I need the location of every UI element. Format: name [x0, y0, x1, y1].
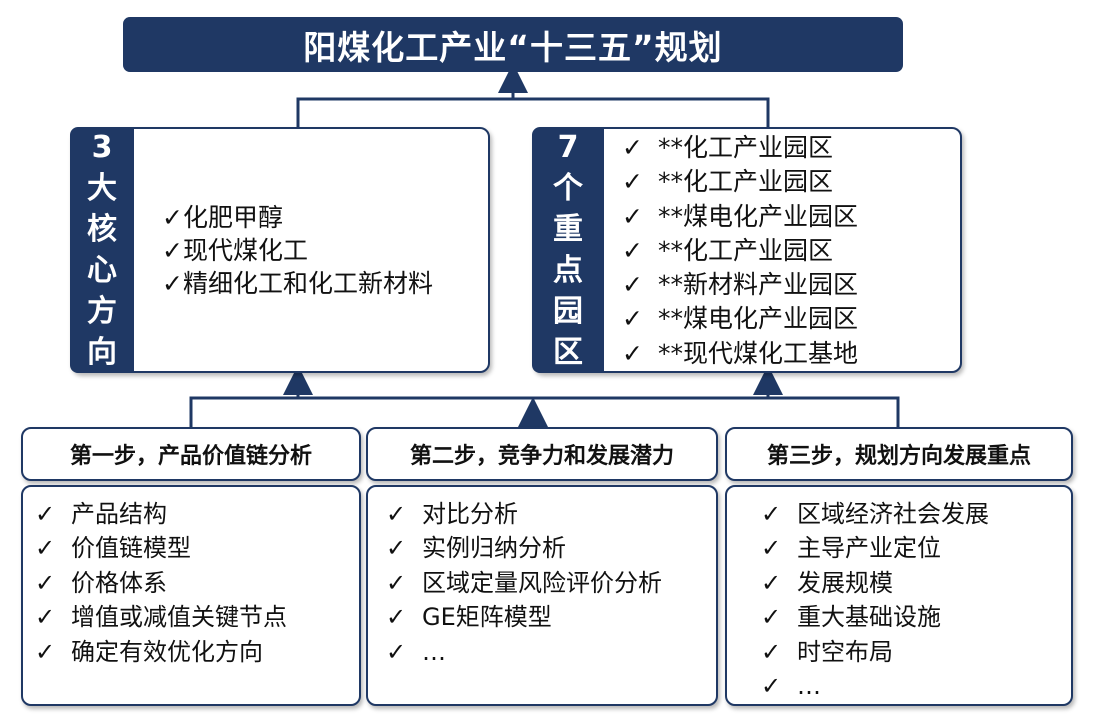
list-item: ✓**煤电化产业园区	[622, 302, 858, 336]
list-item: ✓**化工产业园区	[622, 165, 858, 199]
check-icon: ✓	[162, 203, 183, 232]
step-2-header: 第二步，竞争力和发展潜力	[366, 427, 718, 481]
page-title: 阳煤化工产业“十三五”规划	[123, 17, 903, 72]
list-item: ✓时空布局	[761, 635, 989, 669]
step-1-body: ✓产品结构 ✓价值链模型 ✓价格体系 ✓增值或减值关键节点 ✓确定有效优化方向	[21, 485, 361, 706]
key-zones-label: 7 个 重 点 园 区	[532, 127, 604, 373]
check-icon: ✓	[622, 304, 643, 334]
key-zones-box: 7 个 重 点 园 区 ✓**化工产业园区 ✓**化工产业园区 ✓**煤电化产业…	[532, 127, 962, 373]
label-char: 方	[87, 294, 117, 329]
label-char: 心	[87, 253, 117, 288]
list-item: ✓实例归纳分析	[386, 531, 662, 565]
check-icon: ✓	[386, 534, 407, 563]
list-item: ✓增值或减值关键节点	[35, 600, 287, 634]
list-item: ✓**化工产业园区	[622, 234, 858, 268]
list-item: ✓**化工产业园区	[622, 131, 858, 165]
list-item: ✓主导产业定位	[761, 531, 989, 565]
check-icon: ✓	[622, 338, 643, 368]
label-char: 点	[553, 253, 583, 288]
step-title: 第一步，产品价值链分析	[69, 444, 312, 469]
check-icon: ✓	[386, 603, 407, 632]
list-item: ✓精细化工和化工新材料	[162, 269, 433, 298]
label-char: 核	[87, 212, 117, 247]
label-char: 向	[87, 335, 117, 370]
check-icon: ✓	[162, 236, 183, 265]
check-icon: ✓	[35, 637, 56, 666]
check-icon: ✓	[622, 167, 643, 197]
step-2-list: ✓对比分析 ✓实例归纳分析 ✓区域定量风险评价分析 ✓GE矩阵模型 ✓…	[386, 497, 662, 669]
check-icon: ✓	[761, 603, 782, 632]
list-item: ✓价格体系	[35, 566, 287, 600]
top-connector	[296, 97, 770, 127]
check-icon: ✓	[622, 235, 643, 265]
list-item: ✓重大基础设施	[761, 600, 989, 634]
list-item: ✓…	[386, 635, 662, 669]
list-item: ✓对比分析	[386, 497, 662, 531]
check-icon: ✓	[761, 637, 782, 666]
list-item: ✓**新材料产业园区	[622, 268, 858, 302]
list-item: ✓**煤电化产业园区	[622, 200, 858, 234]
bottom-connector	[189, 396, 900, 427]
step-title: 第三步，规划方向发展重点	[766, 444, 1031, 469]
list-item: ✓确定有效优化方向	[35, 635, 287, 669]
list-item: ✓发展规模	[761, 566, 989, 600]
label-char: 园	[553, 294, 583, 329]
check-icon: ✓	[162, 269, 183, 298]
check-icon: ✓	[35, 603, 56, 632]
core-directions-label: 3 大 核 心 方 向	[70, 127, 134, 373]
check-icon: ✓	[35, 534, 56, 563]
check-icon: ✓	[761, 568, 782, 597]
check-icon: ✓	[761, 672, 782, 701]
label-char: 大	[87, 171, 117, 206]
check-icon: ✓	[622, 270, 643, 300]
label-char: 7	[557, 130, 579, 165]
step-1-header: 第一步，产品价值链分析	[21, 427, 361, 481]
list-item: ✓化肥甲醇	[162, 203, 283, 232]
list-item: ✓区域定量风险评价分析	[386, 566, 662, 600]
list-item: ✓现代煤化工	[162, 236, 308, 265]
list-item: ✓产品结构	[35, 497, 287, 531]
check-icon: ✓	[386, 568, 407, 597]
step-3-header: 第三步，规划方向发展重点	[725, 427, 1073, 481]
label-char: 3	[91, 130, 113, 165]
check-icon: ✓	[35, 568, 56, 597]
core-directions-list: ✓化肥甲醇 ✓现代煤化工 ✓精细化工和化工新材料	[162, 201, 433, 300]
key-zones-list: ✓**化工产业园区 ✓**化工产业园区 ✓**煤电化产业园区 ✓**化工产业园区…	[622, 131, 858, 371]
label-char: 重	[553, 212, 583, 247]
check-icon: ✓	[35, 500, 56, 528]
check-icon: ✓	[386, 637, 407, 666]
check-icon: ✓	[386, 500, 407, 528]
check-icon: ✓	[761, 500, 782, 528]
step-2-body: ✓对比分析 ✓实例归纳分析 ✓区域定量风险评价分析 ✓GE矩阵模型 ✓…	[366, 485, 718, 706]
list-item: ✓价值链模型	[35, 531, 287, 565]
step-1-list: ✓产品结构 ✓价值链模型 ✓价格体系 ✓增值或减值关键节点 ✓确定有效优化方向	[35, 497, 287, 669]
step-3-list: ✓区域经济社会发展 ✓主导产业定位 ✓发展规模 ✓重大基础设施 ✓时空布局 ✓…	[761, 497, 989, 703]
check-icon: ✓	[761, 534, 782, 563]
step-title: 第二步，竞争力和发展潜力	[409, 444, 674, 469]
list-item: ✓…	[761, 669, 989, 703]
label-char: 个	[553, 171, 583, 206]
list-item: ✓区域经济社会发展	[761, 497, 989, 531]
core-directions-box: 3 大 核 心 方 向 ✓化肥甲醇 ✓现代煤化工 ✓精细化工和化工新材料	[70, 127, 490, 373]
check-icon: ✓	[622, 201, 643, 231]
list-item: ✓**现代煤化工基地	[622, 337, 858, 371]
label-char: 区	[553, 335, 583, 370]
list-item: ✓GE矩阵模型	[386, 600, 662, 634]
step-3-body: ✓区域经济社会发展 ✓主导产业定位 ✓发展规模 ✓重大基础设施 ✓时空布局 ✓…	[725, 485, 1073, 706]
check-icon: ✓	[622, 133, 643, 162]
